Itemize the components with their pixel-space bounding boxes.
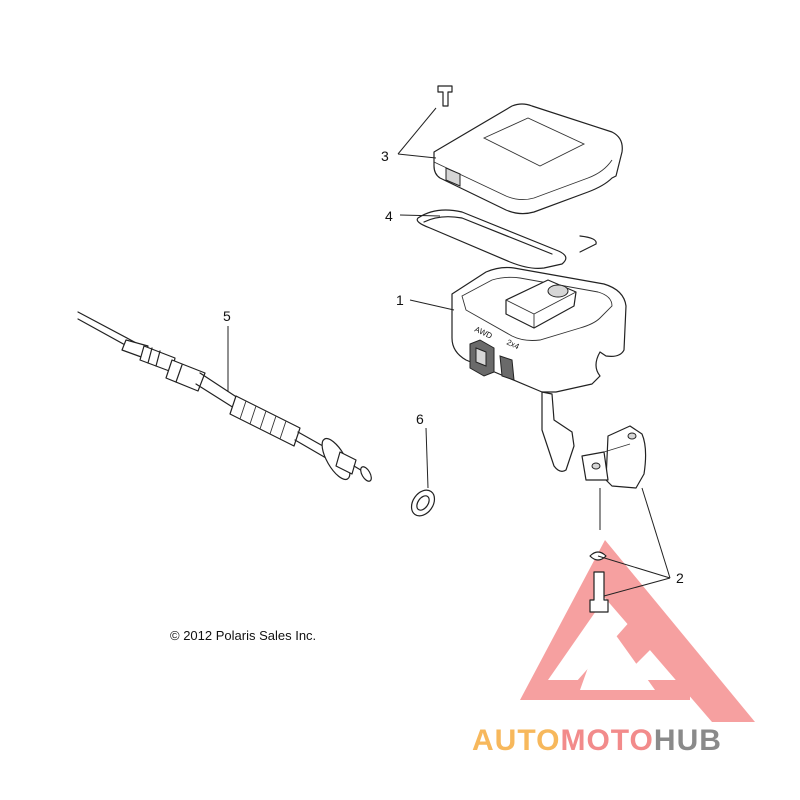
callout-1: 1 xyxy=(396,292,404,308)
callout-3: 3 xyxy=(381,148,389,164)
cable-part-5 xyxy=(77,311,372,482)
watermark-word-auto: AUTO xyxy=(472,724,560,757)
housing-part-1: AWD 2x4 xyxy=(451,266,627,472)
callout-5: 5 xyxy=(223,308,231,324)
watermark-wordmark: AUTOMOTOHUB xyxy=(472,724,722,757)
clamp-part-2 xyxy=(581,425,647,613)
watermark-logo xyxy=(520,540,755,722)
clamp-bolt-icon xyxy=(589,571,609,613)
copyright-text: © 2012 Polaris Sales Inc. xyxy=(170,628,316,643)
watermark-triangle-icon xyxy=(520,540,755,722)
watermark-inner-triangle-icon xyxy=(580,620,655,690)
watermark-word-hub: HUB xyxy=(654,724,722,757)
callout-6: 6 xyxy=(416,411,424,427)
callout-numbers: 1 2 3 4 5 6 xyxy=(223,148,684,586)
watermark-word-moto: MOTO xyxy=(560,724,653,757)
washer-part-6 xyxy=(410,489,436,517)
gasket-part-4 xyxy=(416,209,597,269)
cover-part-3 xyxy=(433,85,623,215)
callout-4: 4 xyxy=(385,208,393,224)
callout-2: 2 xyxy=(676,570,684,586)
cover-screw-icon xyxy=(437,85,453,107)
leader-lines xyxy=(227,107,671,597)
